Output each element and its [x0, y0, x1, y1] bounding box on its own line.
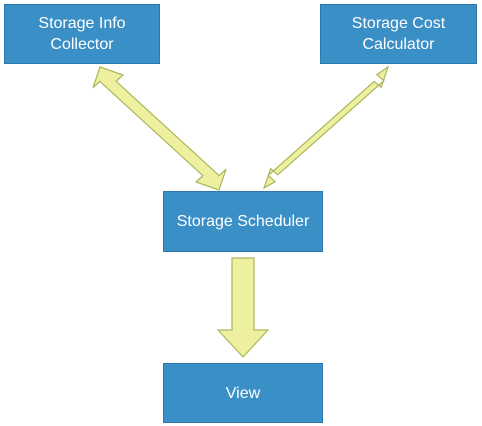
node-storage-info-collector: Storage Info Collector — [4, 4, 160, 64]
arrow-cost-calculator-to-scheduler — [262, 65, 390, 190]
arrow-info-collector-to-scheduler — [92, 66, 227, 191]
arrow-scheduler-to-view — [216, 257, 270, 358]
node-view: View — [163, 363, 323, 423]
node-storage-scheduler: Storage Scheduler — [163, 191, 323, 252]
node-storage-cost-calculator: Storage Cost Calculator — [320, 4, 477, 64]
